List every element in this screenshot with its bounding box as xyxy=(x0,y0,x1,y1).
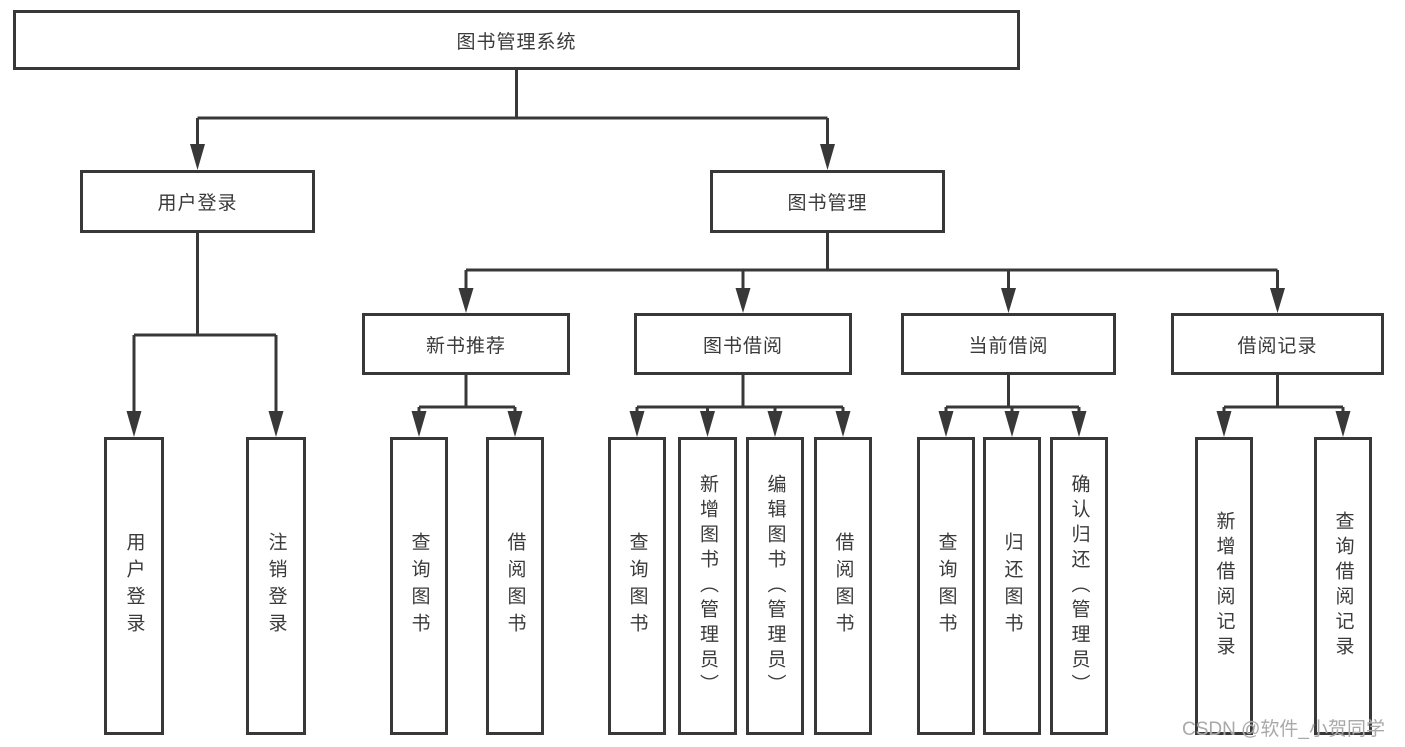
leaf-label: 查询图书 xyxy=(626,532,648,640)
leaf-add-books-admin: 新增图书（管理员） xyxy=(678,437,737,735)
leaf-label: 归还图书 xyxy=(1001,532,1023,640)
leaf-query-books-borrowing: 查询图书 xyxy=(608,437,666,735)
leaf-label: 注销登录 xyxy=(265,532,287,640)
node-borrow-records: 借阅记录 xyxy=(1171,313,1384,375)
leaf-query-books-current: 查询图书 xyxy=(917,437,975,735)
leaf-label: 借阅图书 xyxy=(504,532,526,640)
csdn-watermark: CSDN @软件_小贺同学 xyxy=(1182,719,1385,740)
leaf-label: 查询图书 xyxy=(935,532,957,640)
node-book-borrowing: 图书借阅 xyxy=(634,313,852,375)
leaf-borrow-books: 借阅图书 xyxy=(814,437,872,735)
leaf-label: 编辑图书（管理员） xyxy=(764,473,786,699)
leaf-confirm-return-admin: 确认归还（管理员） xyxy=(1050,437,1108,735)
leaf-query-borrow-record: 查询借阅记录 xyxy=(1314,437,1372,735)
node-book-management: 图书管理 xyxy=(710,170,945,233)
leaf-return-books: 归还图书 xyxy=(983,437,1041,735)
leaf-query-books-recommend: 查询图书 xyxy=(390,437,448,735)
leaf-edit-books-admin: 编辑图书（管理员） xyxy=(746,437,804,735)
leaf-label: 新增图书（管理员） xyxy=(697,473,718,699)
leaf-add-borrow-record: 新增借阅记录 xyxy=(1195,437,1253,735)
leaf-label: 确认归还（管理员） xyxy=(1068,473,1090,699)
leaf-user-login: 用户登录 xyxy=(104,437,164,735)
leaf-label: 查询借阅记录 xyxy=(1332,511,1354,661)
leaf-label: 用户登录 xyxy=(123,532,145,640)
node-current-borrowing: 当前借阅 xyxy=(901,313,1116,375)
node-user-login: 用户登录 xyxy=(80,170,315,233)
leaf-label: 借阅图书 xyxy=(832,532,854,640)
leaf-borrow-books-recommend: 借阅图书 xyxy=(486,437,544,735)
leaf-label: 查询图书 xyxy=(408,532,430,640)
leaf-label: 新增借阅记录 xyxy=(1213,511,1235,661)
leaf-logout: 注销登录 xyxy=(246,437,306,735)
node-new-book-recommend: 新书推荐 xyxy=(362,313,570,375)
node-root-system: 图书管理系统 xyxy=(13,10,1020,70)
